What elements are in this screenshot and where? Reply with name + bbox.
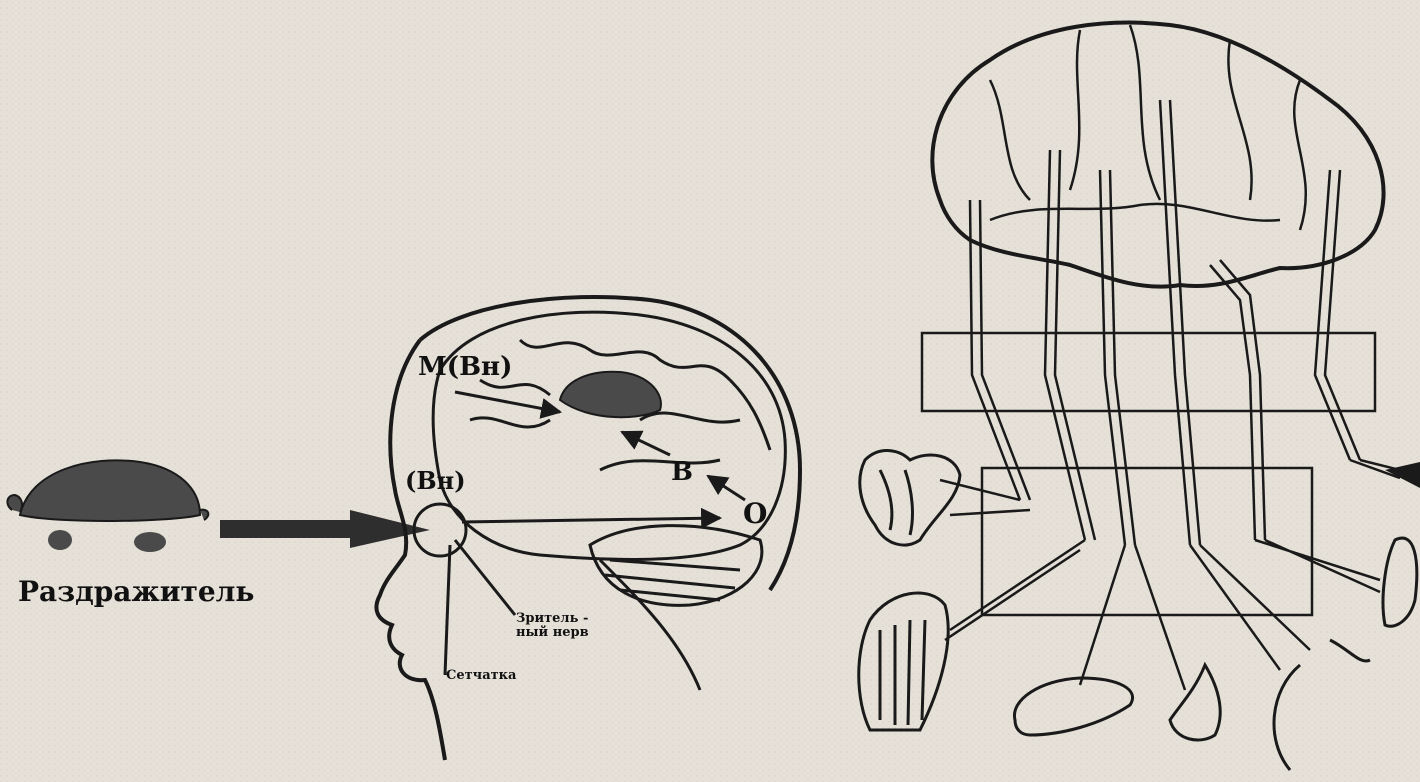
- label-o: О: [743, 497, 767, 530]
- label-vn: (Вн): [405, 466, 466, 495]
- stimulus-label: Раздражитель: [18, 575, 254, 608]
- label-b: В: [671, 457, 693, 487]
- retina-label: Сетчатка: [446, 668, 516, 683]
- label-m-vn: М(Вн): [418, 352, 512, 382]
- optic-nerve-label: Зритель - ный нерв: [516, 612, 589, 640]
